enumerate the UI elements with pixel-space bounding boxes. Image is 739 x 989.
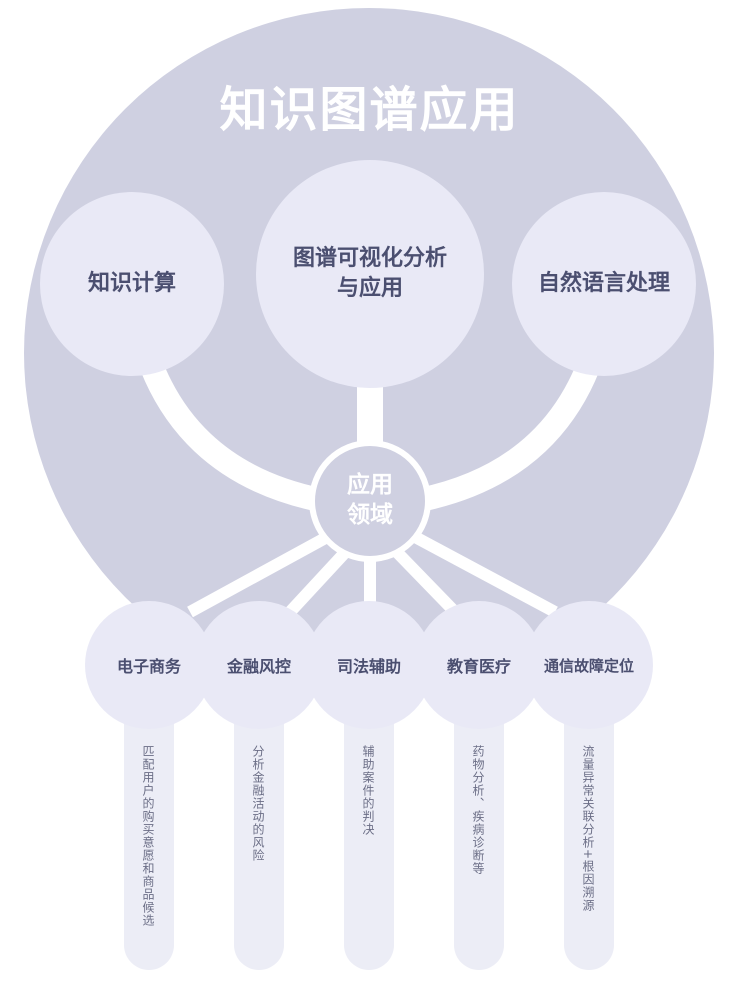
diagram-title: 知识图谱应用	[219, 82, 520, 138]
node-nlp-label: 自然语言处理	[537, 271, 670, 297]
domain-finance: 金融风控	[195, 601, 323, 729]
node-nlp: 自然语言处理	[512, 192, 696, 376]
domain-medical-desc: 药物分析、疾病诊断等	[471, 745, 485, 875]
hub-label-2: 领域	[347, 502, 393, 528]
domain-judicial-label: 司法辅助	[336, 657, 401, 676]
domain-strip-medical	[454, 690, 504, 970]
domain-ecommerce-label: 电子商务	[116, 657, 181, 676]
node-graph-visualization: 图谱可视化分析 与应用	[256, 160, 484, 388]
node-graph-visualization-label-1: 图谱可视化分析	[292, 246, 447, 272]
domain-judicial: 司法辅助	[305, 601, 433, 729]
domain-telecom-desc: 流量异常关联分析+根因溯源	[581, 745, 595, 913]
domain-medical-label: 教育医疗	[446, 657, 511, 676]
domain-strip-telecom	[564, 690, 614, 970]
node-graph-visualization-label-2: 与应用	[336, 276, 403, 301]
domain-strip-ecommerce	[124, 690, 174, 970]
spoke-4	[385, 540, 460, 617]
domain-telecom: 通信故障定位	[525, 601, 653, 729]
node-knowledge-computing: 知识计算	[40, 192, 224, 376]
domain-strip-judicial	[344, 690, 394, 970]
hub-label-1: 应用	[347, 472, 393, 499]
domain-medical: 教育医疗	[415, 601, 543, 729]
spoke-5	[399, 524, 558, 618]
domain-ecommerce-desc: 匹配用户的购买意愿和商品候选	[141, 745, 155, 927]
domain-judicial-desc: 辅助案件的判决	[361, 745, 375, 836]
node-knowledge-computing-label: 知识计算	[87, 271, 176, 297]
domain-finance-label: 金融风控	[226, 657, 291, 676]
domain-strip-finance	[234, 690, 284, 970]
domain-ecommerce: 电子商务	[85, 601, 213, 729]
domain-telecom-label: 通信故障定位	[543, 656, 634, 675]
domain-finance-desc: 分析金融活动的风险	[251, 745, 265, 862]
spoke-1	[187, 524, 343, 618]
hub-application-domains: 应用 领域	[309, 440, 431, 562]
